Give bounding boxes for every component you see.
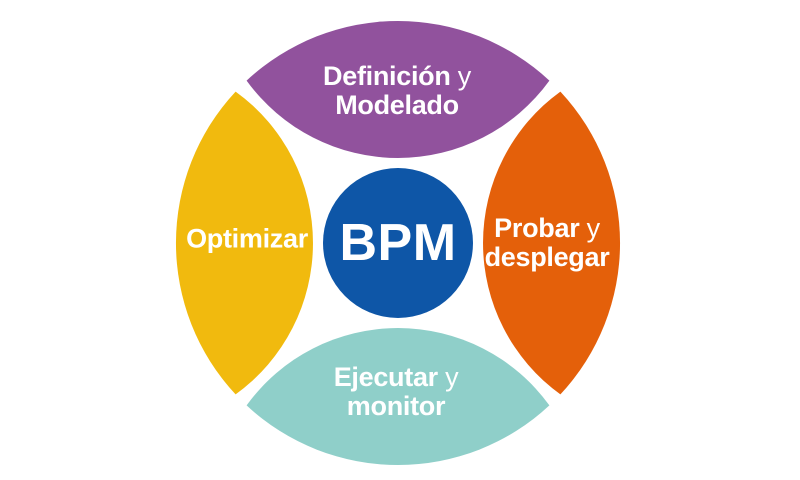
segment-shape-optimizar — [175, 91, 313, 395]
segment-shape-ejecutar-monitor — [246, 328, 550, 465]
segment-shape-probar-desplegar — [483, 91, 621, 395]
center-circle — [323, 168, 473, 318]
segment-shape-definicion-modelado — [246, 21, 550, 158]
